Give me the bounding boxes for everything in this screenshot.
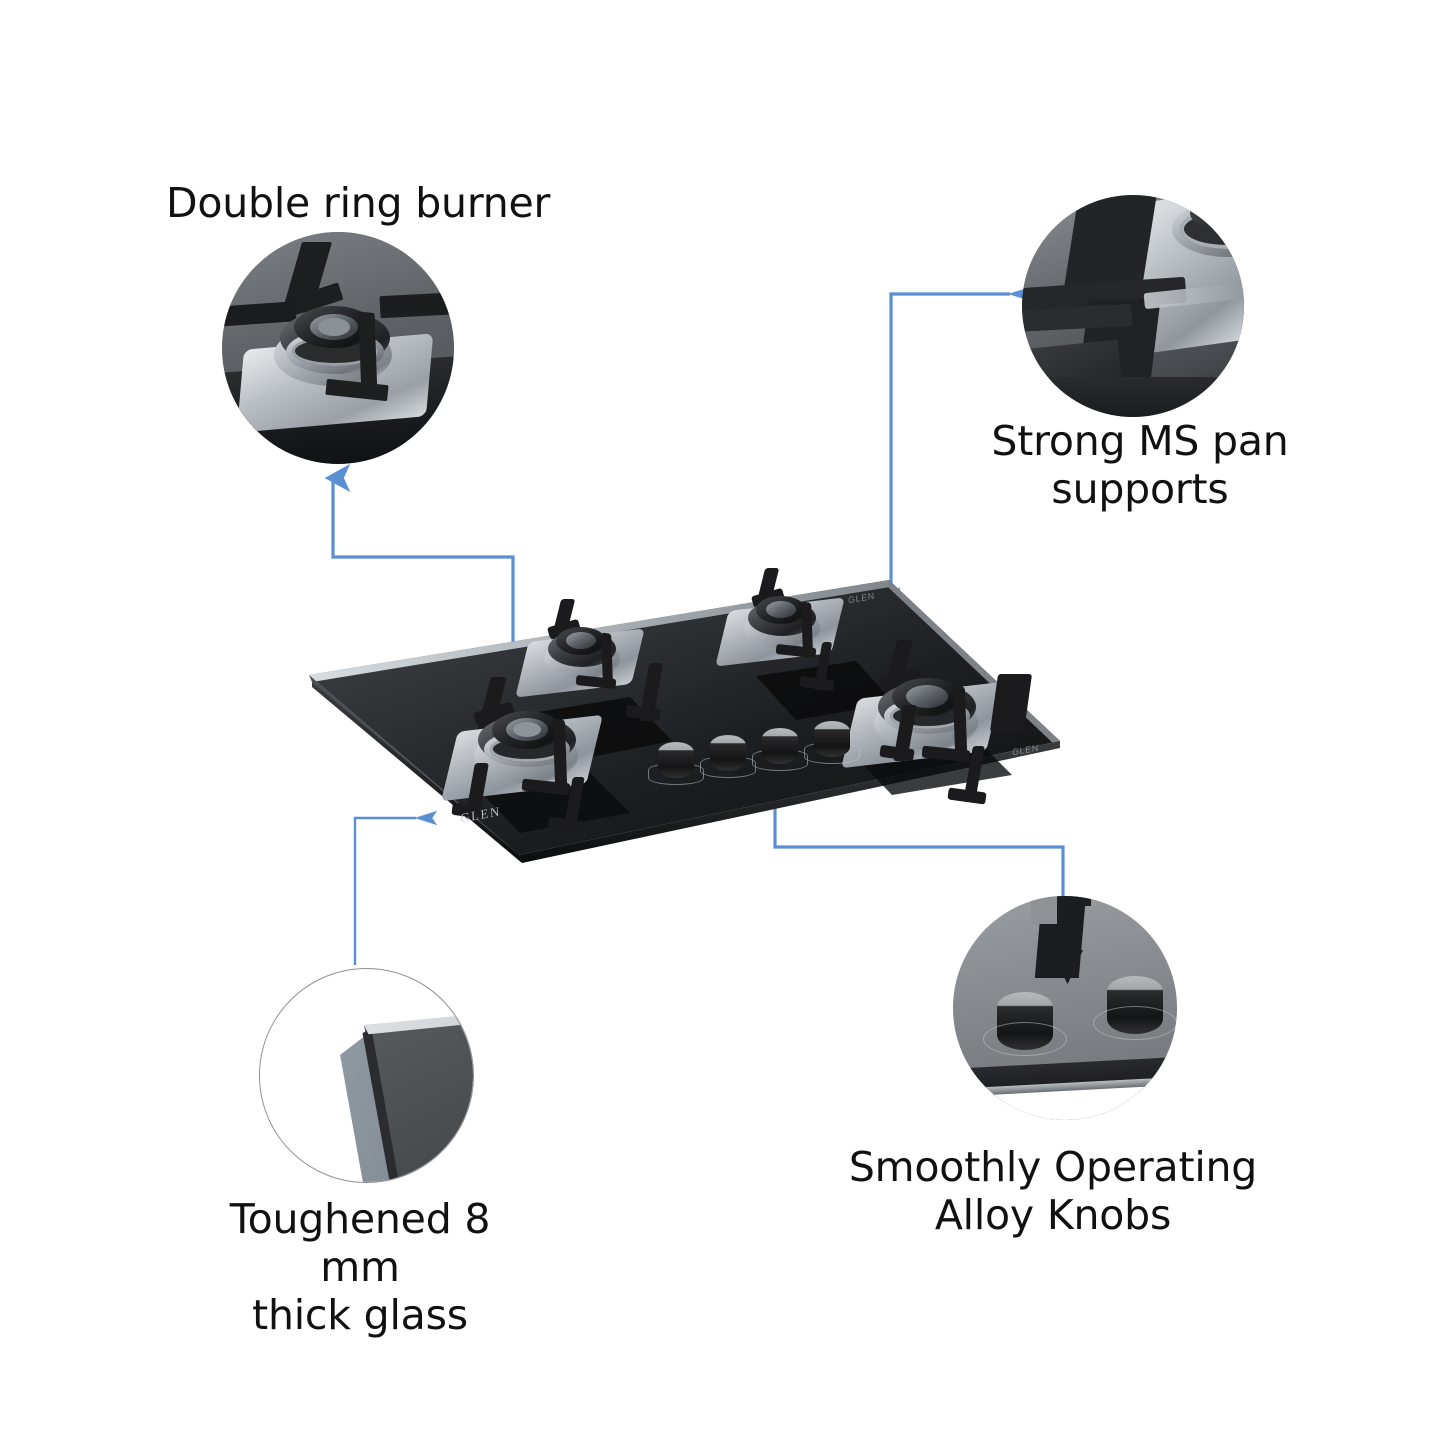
burner-rear-right	[700, 568, 890, 692]
callout-label-toughened-glass: Toughened 8 mm thick glass	[229, 1195, 491, 1339]
callout-label-double-ring-burner: Double ring burner	[166, 179, 551, 227]
detail-circle-alloy-knobs	[953, 896, 1177, 1120]
knob-2[interactable]	[710, 735, 746, 771]
knob-4[interactable]	[814, 721, 850, 757]
detail-circle-toughened-glass	[259, 968, 474, 1183]
callout-label-alloy-knobs: Smoothly Operating Alloy Knobs	[848, 1143, 1258, 1239]
detail-circle-ms-pan-supports	[1022, 195, 1244, 417]
connector-alloy-knobs	[765, 743, 1065, 900]
knob-3[interactable]	[762, 728, 798, 764]
burner-rear-left	[515, 599, 698, 725]
product-gas-hob: GLEN GLEN GLEN	[300, 545, 1060, 885]
connector-toughened-glass	[353, 810, 438, 965]
burner-front-right	[828, 640, 1048, 820]
connector-ms-pan-supports	[881, 284, 1039, 617]
burner-front-left-double-ring	[441, 677, 668, 845]
knob-1[interactable]	[658, 742, 694, 778]
detail-circle-double-ring-burner	[222, 232, 454, 464]
connector-double-ring-burner	[324, 463, 523, 705]
callout-label-ms-pan-supports: Strong MS pan supports	[991, 417, 1289, 513]
